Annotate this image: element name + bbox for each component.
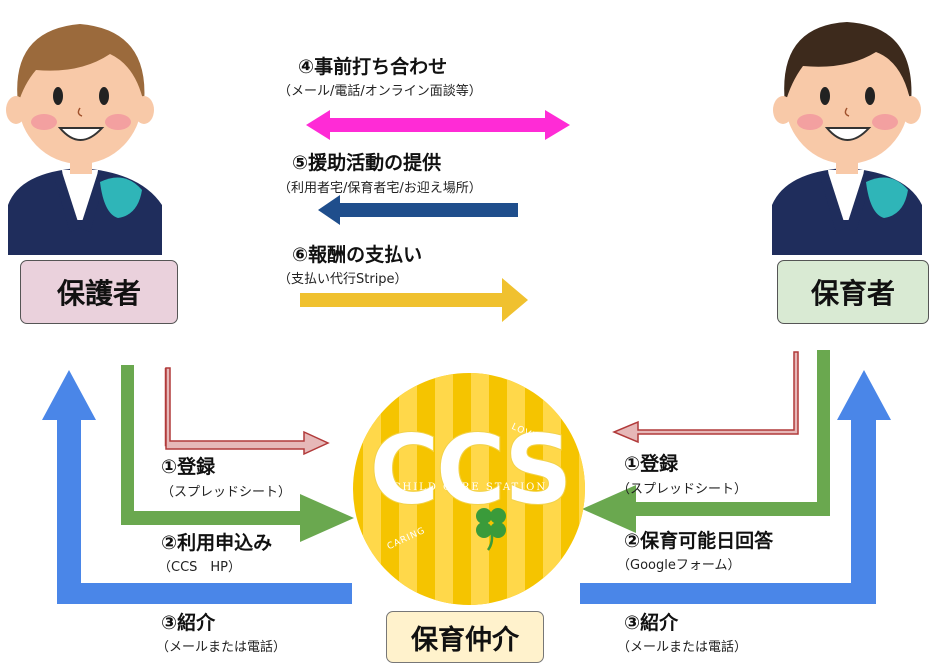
step6-sub: （支払い代行Stripe） (278, 272, 408, 287)
right-intro-arrow (580, 370, 891, 604)
guardian-person-icon (6, 24, 162, 255)
left-register-arrow (164, 368, 304, 447)
right-step2-title: ②保育可能日回答 (624, 530, 774, 552)
step4-title: ④事前打ち合わせ (298, 56, 448, 78)
right-step1-sub: （スプレッドシート） (617, 482, 748, 497)
right-step2-sub: （Googleフォーム） (617, 558, 741, 573)
step5-title: ⑤援助活動の提供 (292, 152, 442, 174)
logo-main-text: CCS (369, 414, 574, 526)
right-availability-arrow (582, 350, 830, 533)
right-step1-title: ①登録 (624, 453, 679, 475)
service-left-arrow (318, 195, 518, 225)
left-step2-title: ②利用申込み (161, 532, 273, 554)
right-step3-sub: （メールまたは電話） (617, 640, 748, 655)
step4-sub: （メール/電話/オンライン面談等） (278, 84, 482, 99)
left-step2-sub: （CCS HP） (158, 560, 242, 575)
caregiver-label: 保育者 (777, 260, 929, 324)
meeting-double-arrow (306, 110, 570, 140)
step5-sub: （利用者宅/保育者宅/お迎え場所） (278, 181, 482, 196)
left-apply-arrow (121, 365, 354, 542)
right-step3-title: ③紹介 (624, 612, 679, 634)
logo-name-text: CHILD CARE STATION (392, 482, 548, 493)
left-intro-arrow (42, 370, 352, 604)
payment-right-arrow (300, 278, 528, 322)
left-step1-title: ①登録 (161, 456, 216, 478)
right-register-arrow (612, 351, 799, 444)
broker-label: 保育仲介 (386, 611, 544, 663)
left-step3-sub: （メールまたは電話） (156, 640, 287, 655)
step6-title: ⑥報酬の支払い (292, 244, 423, 266)
guardian-label: 保護者 (20, 260, 178, 324)
left-step1-sub: （スプレッドシート） (161, 485, 292, 500)
caregiver-person-icon (772, 22, 922, 255)
clover-icon (476, 508, 506, 551)
left-step3-title: ③紹介 (161, 612, 216, 634)
